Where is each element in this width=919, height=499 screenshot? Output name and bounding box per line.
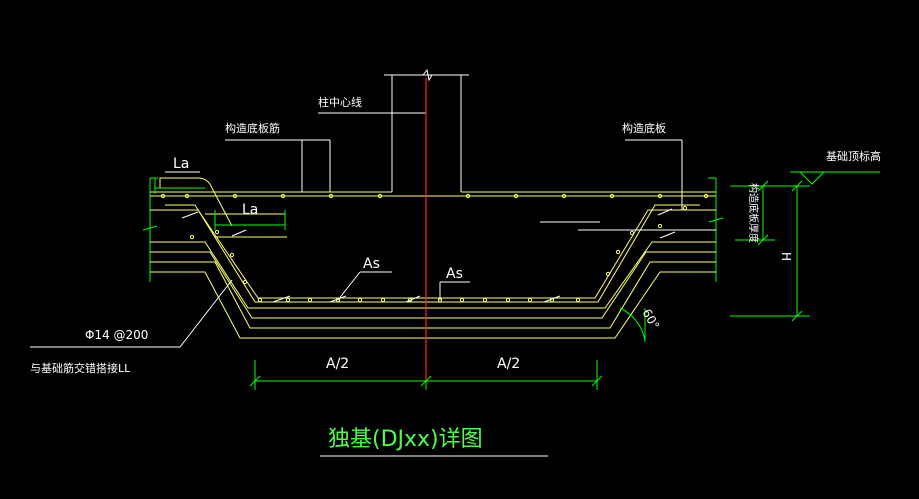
label-foundation-top-elev: 基础顶标高 — [826, 149, 881, 163]
label-height-h: H — [779, 252, 793, 261]
label-la-anchor: La — [242, 202, 258, 218]
bottom-rebar-dots — [257, 297, 581, 303]
label-rebar-spec: Φ14 @200 — [85, 328, 148, 342]
drawing-title: 独基(DJxx)详图 — [328, 427, 483, 452]
label-angle: 60° — [639, 307, 662, 332]
label-constructed-bottom-slab: 构造底板 — [622, 121, 666, 135]
as-tick-marks — [181, 208, 676, 303]
la-hook-rebar — [159, 177, 287, 238]
label-constructed-bottom-rebar: 构造底板筋 — [225, 121, 280, 135]
top-rebar-dots — [160, 193, 709, 285]
label-la-hook: La — [173, 156, 189, 172]
slab-top — [150, 191, 716, 197]
label-column-center: 柱中心线 — [318, 95, 362, 109]
label-half-width-right: A/2 — [497, 356, 520, 372]
label-as-right: As — [446, 266, 463, 282]
label-half-width-left: A/2 — [326, 356, 349, 372]
label-slab-thickness: 构造底板厚度 — [747, 183, 760, 243]
column-outline — [384, 68, 469, 192]
label-as-left: As — [363, 256, 380, 272]
label-anchor-note: 与基础筋交错搭接LL — [30, 361, 131, 375]
slab-side-edges — [142, 177, 724, 282]
leader-lines — [30, 112, 716, 348]
dimension-lines — [154, 171, 880, 457]
